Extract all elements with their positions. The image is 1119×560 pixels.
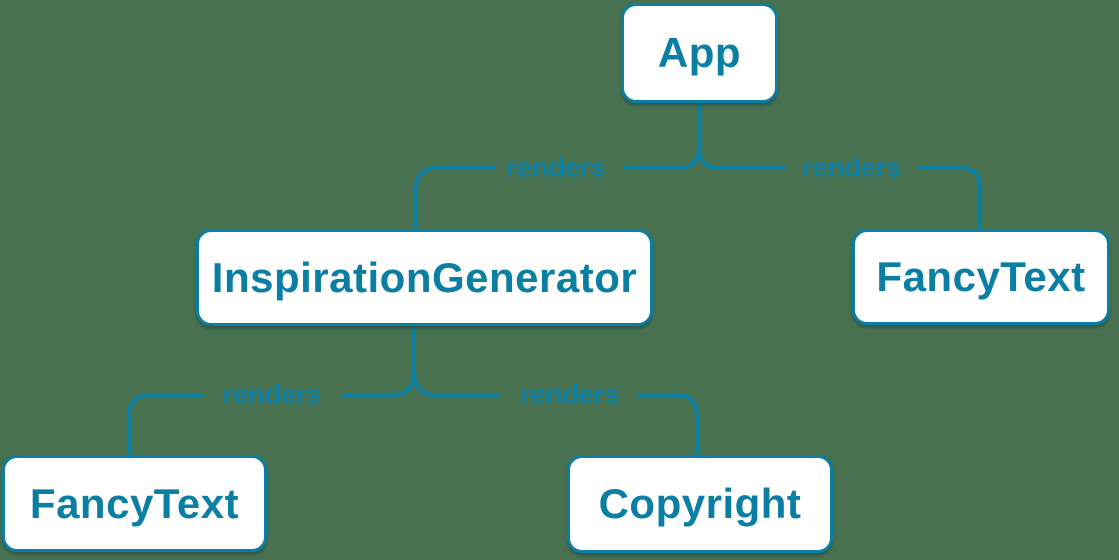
node-fancy-text-bottom-left: FancyText (2, 455, 267, 552)
node-inspiration-generator: InspirationGenerator (196, 229, 653, 326)
edge-label-app-fancytext: renders (802, 152, 902, 183)
edge-label-inspirationgenerator-copyright: renders (520, 379, 620, 410)
node-copyright: Copyright (567, 455, 833, 553)
node-fancy-text-top-right-label: FancyText (876, 253, 1086, 300)
node-app-label: App (657, 29, 742, 76)
edge-app-to-fancytext (697, 104, 982, 232)
node-copyright-label: Copyright (598, 480, 802, 527)
node-inspiration-generator-label: InspirationGenerator (211, 253, 638, 301)
node-fancy-text-bottom-left-label: FancyText (29, 479, 240, 527)
node-app: App (621, 3, 778, 103)
edge-label-app-inspirationgenerator: renders (506, 152, 606, 183)
edge-label-inspirationgenerator-fancytext: renders (222, 379, 322, 410)
node-fancy-text-top-right: FancyText (852, 229, 1110, 325)
edge-inspirationgenerator-to-copyright (412, 327, 699, 457)
